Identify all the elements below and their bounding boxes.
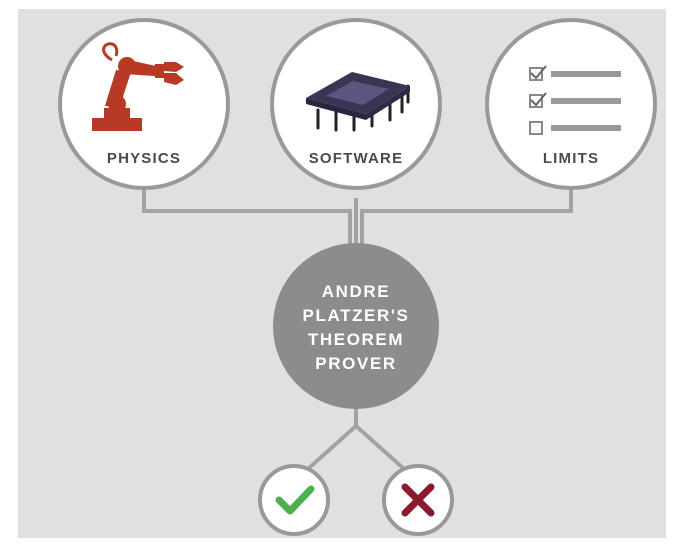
center-circle xyxy=(273,243,439,409)
connector-pass xyxy=(298,408,358,478)
software-label: SOFTWARE xyxy=(309,150,404,167)
connectors xyxy=(142,190,573,478)
outcome-fail xyxy=(382,464,454,536)
outcome-pass xyxy=(258,464,330,536)
center-line-3: THEOREM xyxy=(308,330,404,349)
center-line-1: ANDRE xyxy=(322,282,390,301)
node-physics: PHYSICS xyxy=(58,18,230,190)
node-limits: LIMITS xyxy=(485,18,657,190)
physics-label: PHYSICS xyxy=(107,150,181,167)
center-line-4: PROVER xyxy=(315,354,396,373)
center-line-2: PLATZER'S xyxy=(303,306,410,325)
pass-circle xyxy=(258,464,330,536)
checkmark-icon xyxy=(275,485,315,515)
physics-circle xyxy=(58,18,230,190)
microchip-icon xyxy=(306,72,410,132)
node-theorem-prover: ANDRE PLATZER'S THEOREM PROVER xyxy=(273,243,439,409)
connector-physics xyxy=(142,190,352,245)
checklist-icon xyxy=(529,65,621,135)
robot-arm-icon xyxy=(92,42,184,131)
limits-label: LIMITS xyxy=(543,150,599,167)
node-software: SOFTWARE xyxy=(270,18,442,190)
connector-limits xyxy=(360,190,573,245)
cross-icon xyxy=(401,483,435,517)
